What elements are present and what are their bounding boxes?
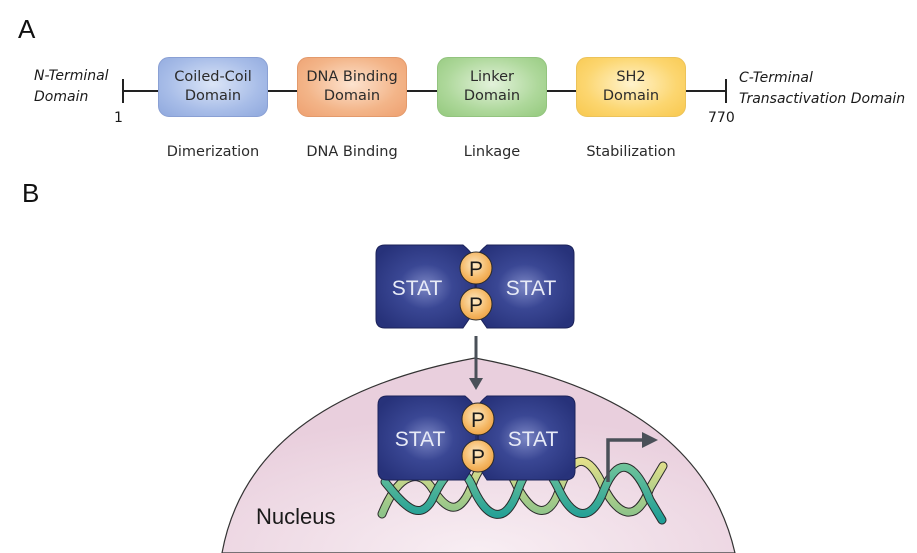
stat-label-right-cytoplasm: STAT [506,277,557,300]
phospho-label-bottom-nucleus: P [471,446,485,469]
c-terminal-label: C-Terminal Transactivation Domain [739,70,906,107]
end-position: 770 [708,110,735,126]
panel-b-label: B [22,178,40,208]
phospho-label-top-nucleus: P [471,409,485,432]
backbone-1 [123,90,160,92]
stat-label-left-cytoplasm: STAT [392,277,443,300]
sh2-domain-name: SH2 Domain [602,69,660,104]
dna-binding-domain-name: DNA Binding Domain [306,69,398,104]
stat-label-left-nucleus: STAT [395,428,446,451]
backbone-5 [686,90,726,92]
start-position: 1 [114,110,123,126]
stabilization-label: Stabilization [586,144,676,160]
backbone-4 [546,90,578,92]
phosphate-bottom-cytoplasm [459,287,493,321]
phospho-label-top-cytoplasm: P [469,258,483,281]
stat-dimer-cytoplasm [375,244,575,329]
n-terminal-label: N-Terminal Domain [34,68,109,105]
backbone-3 [407,90,439,92]
coiled-coil-domain-box: Coiled-Coil Domain [158,57,268,117]
transcription-start-arrow [606,438,645,482]
stat-dimer-nucleus [377,395,576,481]
panel-a-label: A [18,14,36,44]
dna-binding-domain-box: DNA Binding Domain [297,57,407,117]
nucleus-label: Nucleus [256,504,335,529]
phosphate-bottom-nucleus [461,439,495,473]
linker-domain-box: Linker Domain [437,57,547,117]
phosphate-top-cytoplasm [459,251,493,285]
backbone-2 [268,90,300,92]
phospho-label-bottom-cytoplasm: P [469,294,483,317]
linker-domain-name: Linker Domain [463,69,521,104]
phosphate-top-nucleus [461,402,495,436]
c-terminal-tick [725,79,727,103]
stat-label-right-nucleus: STAT [508,428,559,451]
linkage-label: Linkage [463,144,521,160]
sh2-domain-box: SH2 Domain [576,57,686,117]
translocation-arrow-head [469,378,483,390]
transcription-arrow-head [642,432,658,448]
dna-binding-label: DNA Binding [306,144,398,160]
coiled-coil-domain-name: Coiled-Coil Domain [174,69,252,104]
dna-helix [377,455,668,525]
dimerization-label: Dimerization [166,144,260,160]
